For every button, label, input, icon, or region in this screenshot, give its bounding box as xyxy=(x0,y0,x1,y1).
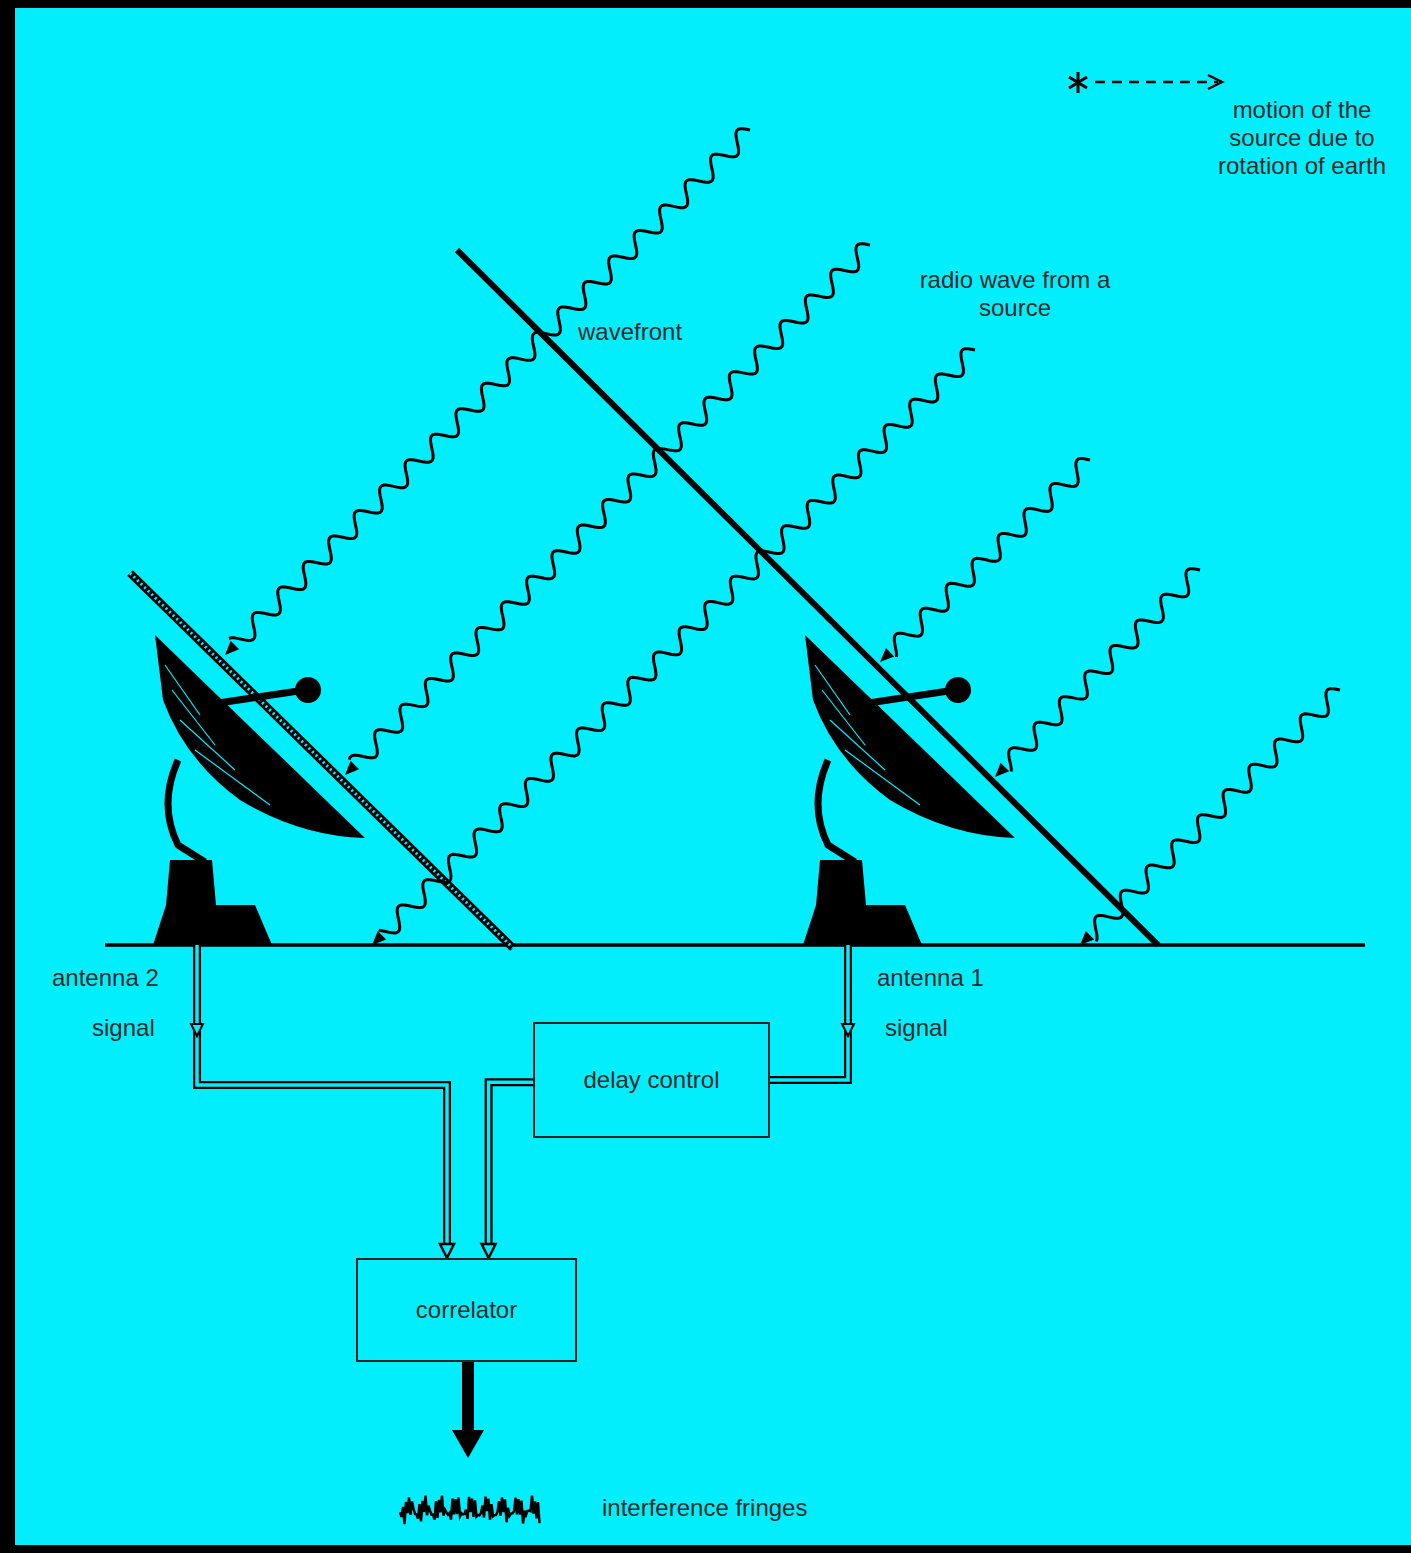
wave-arrowhead xyxy=(225,641,239,655)
arrowhead xyxy=(440,1244,454,1258)
wave-arrowhead xyxy=(880,648,894,662)
output-arrowhead xyxy=(452,1430,484,1458)
text-label: antenna 2 xyxy=(50,964,161,992)
text-label: signal xyxy=(883,1014,950,1042)
signal-wire-core xyxy=(770,945,848,1080)
fringe-trace xyxy=(400,1496,540,1524)
text-label: interference fringes xyxy=(600,1494,809,1522)
process-box: correlator xyxy=(356,1258,577,1362)
wave-arrowhead xyxy=(995,763,1009,777)
motion-arrow xyxy=(1095,81,1218,84)
signal-wire xyxy=(770,945,848,1080)
ground-line xyxy=(105,943,1365,947)
text-label: radio wave from a source xyxy=(903,266,1127,322)
motion-arrowhead xyxy=(1208,75,1222,89)
arrowhead xyxy=(482,1244,496,1258)
signal-wire-core xyxy=(197,945,447,1244)
wave-arrowhead xyxy=(372,931,386,945)
radio-wave xyxy=(229,129,750,641)
box-label: delay control xyxy=(583,1066,719,1094)
radio-wave xyxy=(349,244,870,760)
signal-wire xyxy=(197,945,447,1244)
arrowhead xyxy=(191,1024,203,1036)
output-arrow xyxy=(462,1362,474,1432)
wavefront-line xyxy=(457,250,1158,945)
wavefront-line-hatched xyxy=(130,573,513,948)
antenna-2 xyxy=(153,635,365,945)
process-box: delay control xyxy=(533,1022,770,1138)
radio-wave xyxy=(894,459,1090,657)
radio-wave xyxy=(379,349,975,933)
connector-outline xyxy=(489,1082,533,1244)
wavefront-hatch xyxy=(130,573,513,948)
radio-wave xyxy=(1095,689,1340,942)
box-label: correlator xyxy=(416,1296,517,1324)
text-label: wavefront xyxy=(576,318,684,346)
connector-core xyxy=(489,1082,533,1244)
wave-arrowhead xyxy=(345,761,359,775)
text-label: antenna 1 xyxy=(875,964,986,992)
text-label: signal xyxy=(90,1014,157,1042)
antenna-1 xyxy=(803,635,1015,945)
arrowhead xyxy=(842,1024,854,1036)
signal-connector xyxy=(482,1082,533,1258)
text-label: motion of the source due to rotation of … xyxy=(1195,96,1409,180)
radio-waves xyxy=(225,129,1340,945)
radio-wave xyxy=(1009,569,1200,772)
wave-arrowhead xyxy=(1080,931,1094,945)
source-star xyxy=(1069,72,1087,93)
